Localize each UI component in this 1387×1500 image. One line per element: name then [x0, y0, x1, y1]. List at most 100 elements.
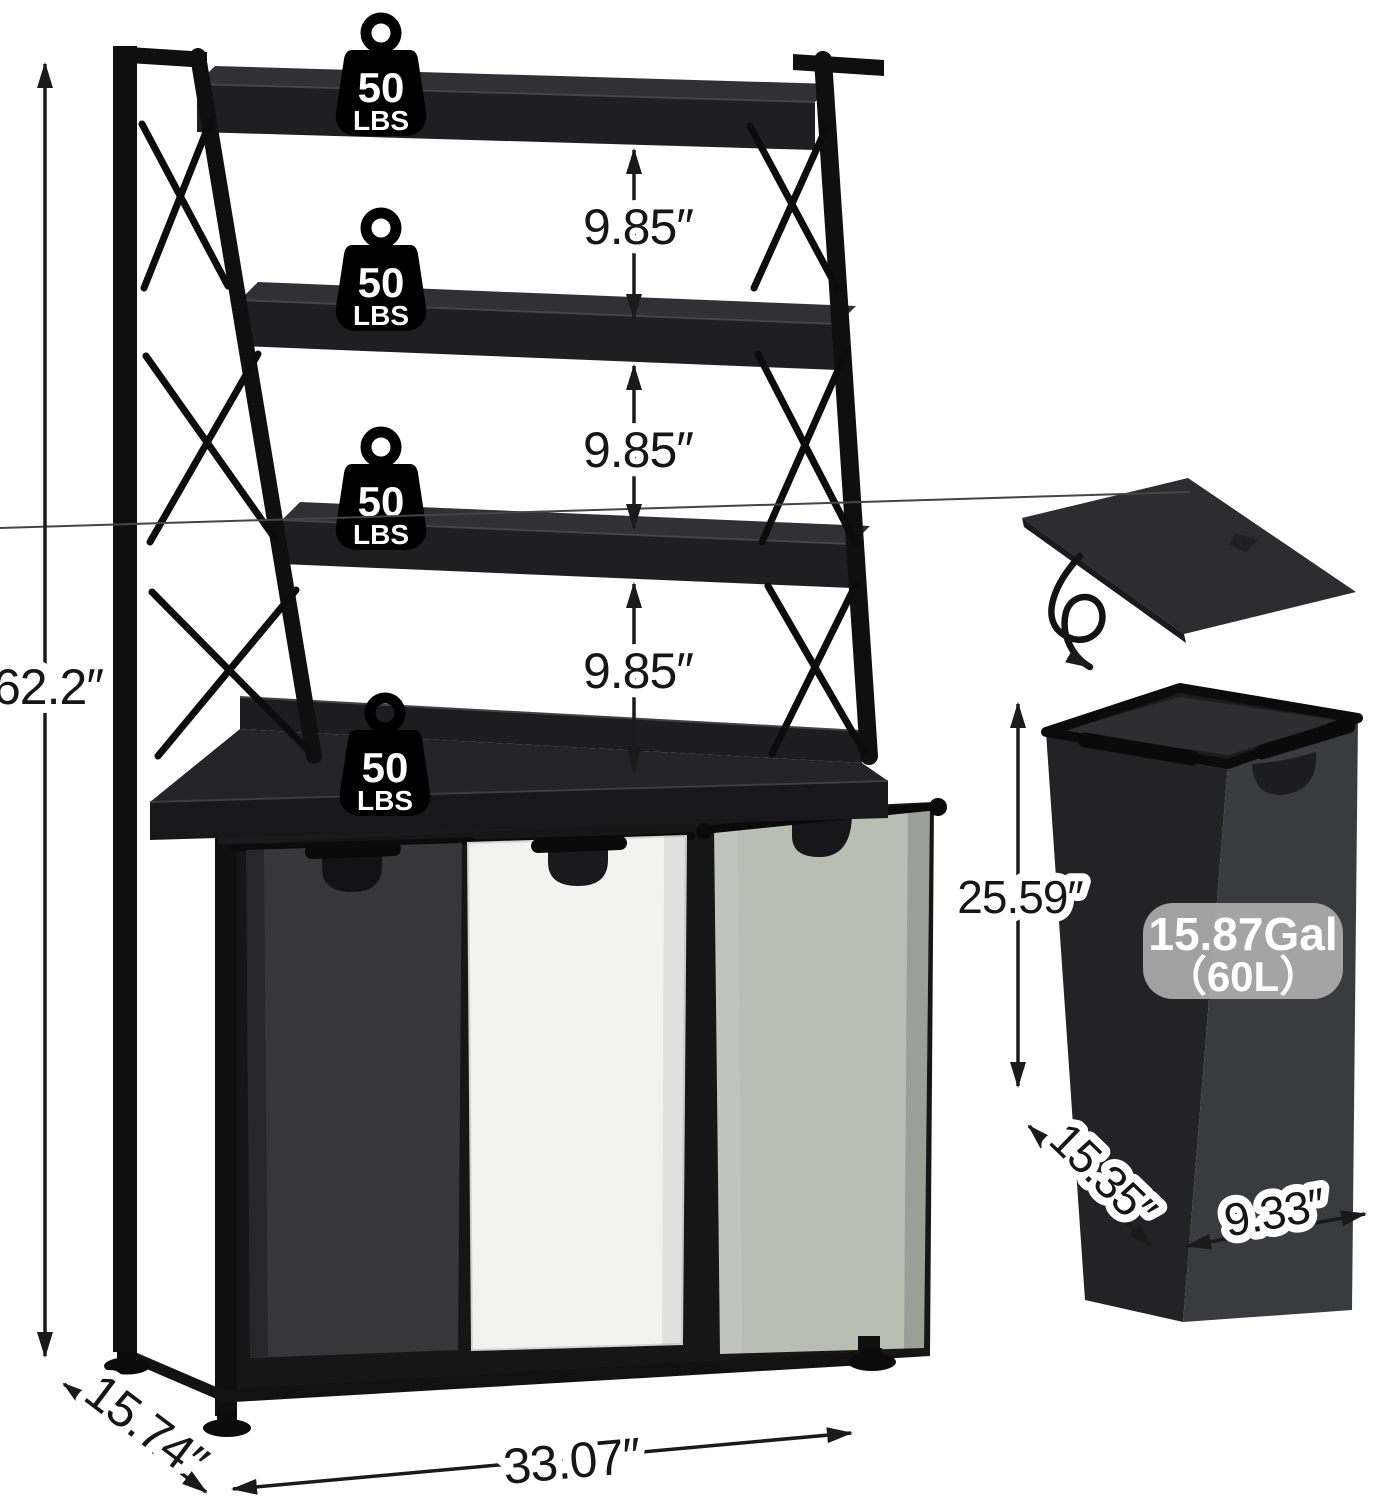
right-slant-rail	[814, 51, 878, 765]
bag-white-body	[466, 834, 688, 1352]
laundry-bag-white	[466, 834, 688, 1352]
bag-white-handle-bar	[531, 836, 627, 853]
foot-disc	[203, 1419, 251, 1437]
dim-shelf-gap-2-label: 9.85″	[583, 422, 693, 478]
dim-total-height-label: 62.2″	[0, 659, 103, 715]
shelf-1-edge	[196, 83, 816, 103]
capacity-badge-bg	[1143, 903, 1343, 999]
lid-seam	[0, 491, 1191, 529]
x-brace-line	[146, 350, 262, 546]
bag-sage-highlight	[714, 824, 742, 1354]
hamper-handle-bar-right	[1254, 718, 1356, 760]
weight-body-icon	[335, 50, 427, 136]
x-brace-left-3	[148, 586, 314, 760]
weight-value: 50	[362, 744, 409, 791]
laundry-bag-sage	[696, 797, 947, 1354]
bag-white-shade	[662, 836, 686, 1345]
x-brace-right-3	[764, 580, 868, 758]
laundry-bag-dark	[246, 842, 462, 1358]
dim-shelf-gap-1-label: 9.85″	[583, 199, 693, 255]
foot-disc	[104, 1357, 150, 1375]
bag-dark-shade	[246, 849, 268, 1358]
lid-tab	[1230, 533, 1258, 552]
x-brace-line	[154, 586, 300, 760]
weight-ring-icon	[360, 12, 402, 54]
bag-dark-handle-bar	[305, 842, 401, 859]
weight-unit: LBS	[353, 105, 409, 136]
adjustable-foot-rear-left	[104, 1350, 150, 1375]
left-slant-rail	[190, 48, 322, 764]
lid-panel	[1022, 478, 1356, 634]
weight-body-icon	[339, 730, 431, 816]
base-front-bar	[225, 1351, 873, 1403]
weight-ring-icon	[364, 692, 406, 734]
x-brace-line	[754, 350, 860, 548]
x-brace-line	[142, 352, 280, 544]
shelf-1	[196, 66, 833, 150]
hamper-handle-cutout	[1252, 752, 1317, 795]
capacity-line1: 15.87Gal	[1148, 908, 1337, 960]
weight-badge-shelf-1: 50 LBS	[335, 12, 427, 136]
tabletop	[149, 696, 889, 840]
bag-dark-handle-cutout	[322, 850, 382, 892]
x-brace-line	[746, 122, 842, 294]
fold-arrow	[1048, 552, 1106, 671]
x-brace-line	[758, 348, 850, 546]
weight-value: 50	[358, 259, 405, 306]
x-brace-left-2	[142, 350, 280, 546]
base-frame	[104, 1336, 896, 1437]
adjustable-foot-right	[848, 1348, 896, 1371]
weight-unit: LBS	[357, 785, 413, 816]
x-brace-left-1	[138, 118, 232, 292]
shelf-3-top	[282, 502, 870, 544]
weight-unit: LBS	[353, 300, 409, 331]
bag-sage-rod-knob-left	[696, 823, 712, 839]
dim-width-label: 33.07″	[501, 1427, 642, 1495]
weight-body-icon	[335, 464, 427, 550]
tabletop-lip-edge	[239, 696, 863, 732]
tabletop-front-edge	[149, 780, 889, 803]
lid-thickness	[1022, 518, 1186, 643]
foot-disc	[848, 1353, 896, 1371]
hamper-handle-bar-left	[1077, 732, 1200, 766]
bag-white-handle-cutout	[548, 844, 608, 886]
weight-badge-tabletop: 50 LBS	[339, 692, 431, 816]
bag-dark-body	[246, 843, 462, 1358]
x-brace-line	[750, 120, 832, 292]
capacity-line2: （60L）	[1165, 953, 1321, 1000]
weight-badge-shelf-2: 50 LBS	[335, 207, 427, 331]
dim-depth-line	[62, 1382, 208, 1494]
x-brace-right-1	[746, 120, 842, 294]
bag-sage-body	[714, 804, 930, 1354]
x-brace-line	[768, 580, 860, 758]
weight-body-icon	[335, 245, 427, 331]
weight-value: 50	[358, 64, 405, 111]
top-cap-left	[113, 46, 207, 68]
top-cap-right	[793, 54, 884, 76]
shelf-2	[239, 282, 856, 370]
bag-sage-shade	[904, 804, 930, 1349]
capacity-badge: 15.87Gal （60L）	[1143, 903, 1343, 1000]
laundry-cabinet	[104, 797, 947, 1437]
dim-hamper-height-label: 25.59″	[957, 871, 1083, 923]
cabinet-front-left-post	[215, 832, 237, 1416]
hamper-lid	[0, 478, 1356, 643]
hamper-front-face	[1183, 718, 1358, 1322]
dim-hamper-depth-line	[1027, 1124, 1153, 1248]
weight-badge-shelf-3: 50 LBS	[335, 426, 427, 550]
x-brace-line	[138, 120, 232, 290]
dim-hamper-width-line	[1185, 1210, 1367, 1250]
tabletop-surface	[150, 729, 888, 802]
bag-sage-rod-knob-right	[929, 798, 947, 816]
dim-shelf-gap-3-label: 9.85″	[583, 643, 693, 699]
x-brace-right-2	[754, 348, 860, 548]
adjustable-foot-front-left	[203, 1410, 251, 1437]
left-rear-post	[113, 46, 137, 1352]
weight-ring-icon	[360, 207, 402, 249]
dim-width-line	[231, 1427, 853, 1495]
weight-ring-icon	[360, 426, 402, 468]
weight-unit: LBS	[353, 519, 409, 550]
x-brace-line	[140, 118, 214, 292]
